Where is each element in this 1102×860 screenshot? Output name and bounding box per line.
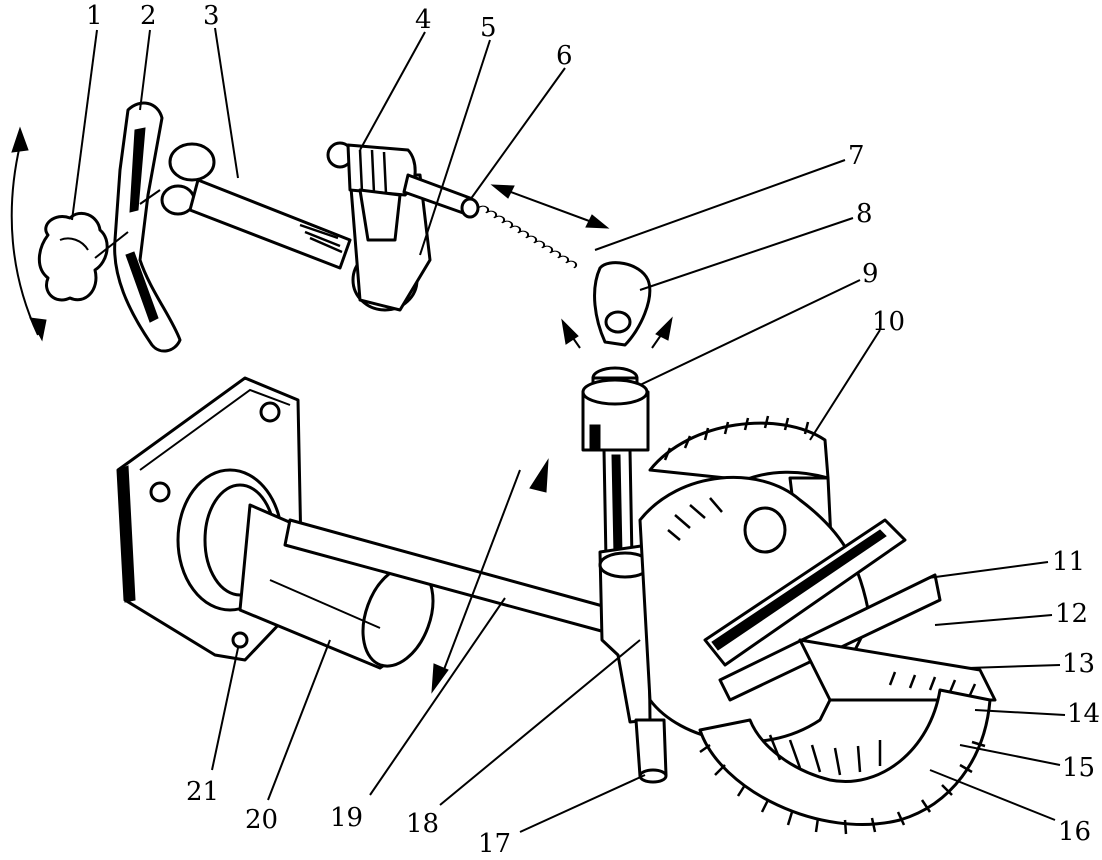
leader-20 <box>267 639 331 801</box>
leader-7 <box>594 159 846 251</box>
shift-knob <box>37 211 109 302</box>
leader-16 <box>929 769 1056 821</box>
leader-17 <box>519 774 646 833</box>
part-labels: 1 2 3 4 5 6 7 8 9 10 11 12 13 14 15 16 1… <box>86 1 1100 859</box>
part-label-2: 2 <box>140 1 157 31</box>
ball-joint <box>561 261 673 349</box>
part-label-18: 18 <box>406 809 439 839</box>
part-label-15: 15 <box>1062 753 1095 783</box>
leader-14 <box>974 709 1066 716</box>
leader-3 <box>214 27 239 179</box>
leader-18 <box>439 639 641 806</box>
shift-lever <box>94 101 182 353</box>
double-arrow-rod <box>490 184 610 229</box>
large-bevel-gear <box>698 688 992 835</box>
leader-5 <box>419 39 491 256</box>
leader-11 <box>927 561 1049 579</box>
bottom-shaft <box>634 718 668 784</box>
part-label-6: 6 <box>556 41 573 71</box>
leader-1 <box>71 29 98 221</box>
part-label-3: 3 <box>203 1 220 31</box>
part-label-1: 1 <box>86 1 103 31</box>
return-spring <box>477 205 578 269</box>
gear-shaft-rail <box>703 518 997 702</box>
part-label-11: 11 <box>1052 547 1085 577</box>
part-label-13: 13 <box>1062 649 1095 679</box>
leader-10 <box>809 329 881 441</box>
part-label-10: 10 <box>872 307 905 337</box>
leader-12 <box>934 614 1053 626</box>
leader-19 <box>369 597 506 796</box>
leader-21 <box>211 647 239 771</box>
leader-lines <box>71 27 1066 833</box>
vertical-sleeve <box>581 366 650 562</box>
leader-13 <box>967 664 1061 669</box>
part-label-8: 8 <box>856 199 873 229</box>
leader-8 <box>639 217 854 291</box>
motion-arrow-left <box>10 126 47 342</box>
part-label-16: 16 <box>1058 817 1091 847</box>
part-label-7: 7 <box>848 141 865 171</box>
part-label-20: 20 <box>245 805 278 835</box>
part-label-19: 19 <box>330 803 363 833</box>
leader-4 <box>359 31 426 151</box>
shifter-block <box>326 141 417 242</box>
part-label-14: 14 <box>1067 699 1100 729</box>
leader-2 <box>139 29 151 111</box>
part-label-5: 5 <box>480 13 497 43</box>
leader-6 <box>469 67 566 201</box>
part-label-17: 17 <box>478 829 511 859</box>
leader-9 <box>639 279 861 386</box>
part-label-4: 4 <box>415 5 432 35</box>
part-label-12: 12 <box>1055 599 1088 629</box>
part-label-9: 9 <box>862 259 879 289</box>
part-label-21: 21 <box>186 777 219 807</box>
leader-15 <box>959 744 1061 766</box>
